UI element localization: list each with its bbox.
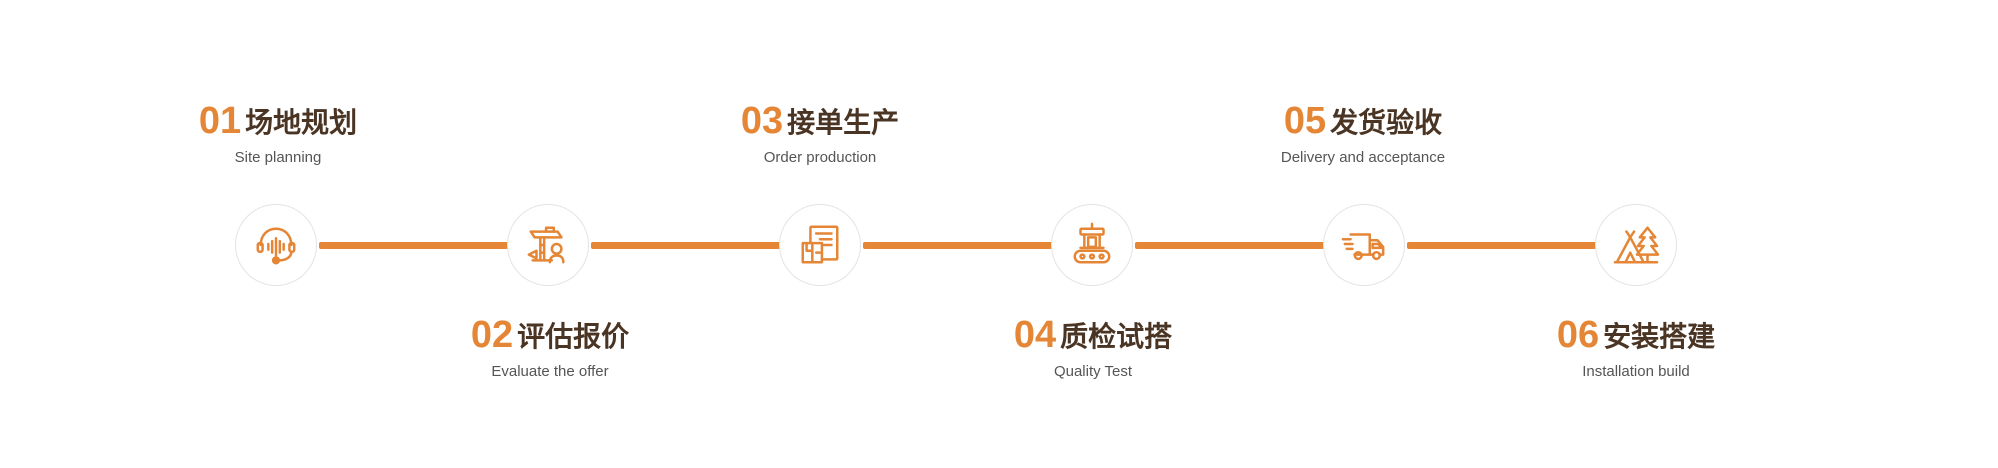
- headset-icon: [256, 227, 296, 265]
- step-4-label: 04 质检试搭 Quality Test: [943, 316, 1243, 379]
- step-1-icon-circle: [235, 204, 317, 286]
- step-2-title: 评估报价: [517, 320, 630, 353]
- step-3-subtitle: Order production: [763, 149, 877, 166]
- timeline-connector: [1135, 242, 1327, 249]
- step-3-title: 接单生产: [787, 106, 900, 139]
- step-4-icon-circle: [1051, 204, 1133, 286]
- timeline-connector: [1407, 242, 1599, 249]
- step-5-number: 05: [1283, 100, 1327, 142]
- crane-inspection-icon: [527, 226, 565, 264]
- step-3-icon-circle: [779, 204, 861, 286]
- step-3-label: 03 接单生产 Order production: [670, 102, 970, 165]
- step-6-label: 06 安装搭建 Installation build: [1486, 316, 1786, 379]
- step-4-number: 04: [1013, 314, 1057, 356]
- delivery-truck-icon: [1341, 233, 1385, 261]
- step-2-subtitle: Evaluate the offer: [491, 363, 609, 380]
- step-1-subtitle: Site planning: [234, 149, 322, 166]
- timeline-connector: [591, 242, 783, 249]
- step-1-label: 01 场地规划 Site planning: [128, 102, 428, 165]
- timeline-connector: [319, 242, 511, 249]
- step-5-label: 05 发货验收 Delivery and acceptance: [1213, 102, 1513, 165]
- step-6-icon-circle: [1595, 204, 1677, 286]
- tent-tree-icon: [1613, 226, 1660, 264]
- step-2-label: 02 评估报价 Evaluate the offer: [400, 316, 700, 379]
- order-document-icon: [801, 225, 839, 264]
- step-4-title: 质检试搭: [1060, 320, 1173, 353]
- step-1-title: 场地规划: [245, 106, 358, 139]
- conveyor-robot-icon: [1073, 222, 1111, 264]
- step-5-subtitle: Delivery and acceptance: [1280, 149, 1446, 166]
- step-6-number: 06: [1556, 314, 1600, 356]
- step-6-subtitle: Installation build: [1582, 363, 1690, 380]
- step-4-subtitle: Quality Test: [1053, 363, 1133, 380]
- step-5-title: 发货验收: [1330, 106, 1443, 139]
- step-1-number: 01: [198, 100, 242, 142]
- timeline-connector: [863, 242, 1055, 249]
- step-6-title: 安装搭建: [1603, 320, 1716, 353]
- step-2-number: 02: [470, 314, 514, 356]
- step-5-icon-circle: [1323, 204, 1405, 286]
- step-2-icon-circle: [507, 204, 589, 286]
- step-3-number: 03: [740, 100, 784, 142]
